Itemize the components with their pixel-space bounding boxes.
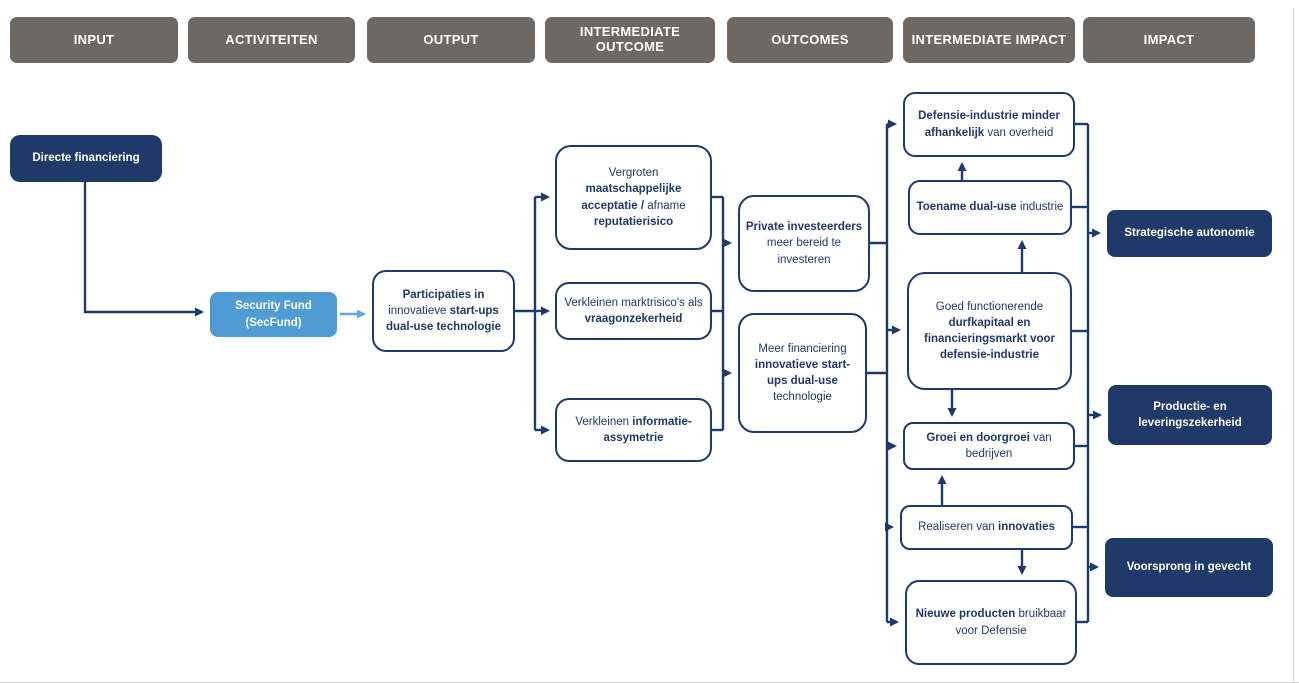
node-verkleinen-informatie-assymetrie: Verkleinen informatie-assymetrie: [555, 398, 712, 462]
node-label: Productie- en leveringszekerheid: [1138, 400, 1242, 429]
page-edge-line: [1293, 8, 1294, 682]
node-label: maatschappelijke acceptatie /: [581, 183, 682, 212]
node-label: innovaties: [998, 521, 1055, 534]
column-header-label: OUTPUT: [423, 31, 479, 47]
node-label: Defensie-industrie minder afhankelijk: [918, 110, 1060, 139]
node-defensie-industrie-minder-afhankelijk: Defensie-industrie minder afhankelijk va…: [903, 92, 1075, 157]
node-security-fund: Security Fund (SecFund): [210, 292, 337, 337]
node-label: van bedrijven: [965, 431, 1052, 460]
column-header-activiteiten: ACTIVITEITEN: [188, 17, 355, 63]
node-private-investeerders: Private investeerders meer bereid te inv…: [738, 195, 870, 292]
node-label: van overheid: [987, 126, 1054, 139]
node-groei-en-doorgroei: Groei en doorgroei van bedrijven: [903, 422, 1075, 470]
node-label: Groei en doorgroei: [926, 431, 1030, 444]
node-label: Goed functionerende: [935, 300, 1044, 313]
node-label: meer bereid te investeren: [766, 237, 842, 266]
node-label: Vergroten: [608, 167, 659, 180]
node-participaties-startups: Participaties in innovatieve start-ups d…: [372, 270, 515, 352]
column-header-label: INPUT: [73, 31, 115, 47]
node-label: Meer financiering: [758, 342, 847, 355]
node-label: Strategische autonomie: [1124, 227, 1255, 240]
node-label: Private investeerders: [745, 221, 863, 234]
column-header-label: ACTIVITEITEN: [225, 31, 318, 47]
node-label: technologie: [773, 391, 832, 404]
column-header-intermediate-impact: INTERMEDIATE IMPACT: [903, 17, 1075, 63]
column-header-intermediate-outcome: INTERMEDIATE OUTCOME: [545, 17, 715, 63]
column-header-label: OUTCOMES: [771, 31, 849, 47]
node-nieuwe-producten-defensie: Nieuwe producten bruikbaar voor Defensie: [905, 580, 1077, 665]
node-strategische-autonomie: Strategische autonomie: [1107, 210, 1272, 257]
column-header-output: OUTPUT: [367, 17, 535, 63]
node-label: Participaties in: [402, 288, 485, 301]
node-goed-functionerende-durfkapitaal: Goed functionerende durfkapitaal en fina…: [907, 272, 1072, 390]
node-productie-leveringszekerheid: Productie- en leveringszekerheid: [1108, 385, 1272, 445]
node-label: innovatieve: [388, 304, 447, 317]
node-label: Verkleinen: [575, 415, 630, 428]
node-label: Realiseren van: [918, 521, 995, 534]
column-header-outcomes: OUTCOMES: [727, 17, 893, 63]
node-toename-dual-use-industrie: Toename dual-use industrie: [908, 180, 1072, 235]
node-label: innovatieve start-ups dual-use: [754, 358, 851, 387]
node-label: bruikbaar voor Defensie: [955, 608, 1067, 637]
node-verkleinen-marktrisico: Verkleinen marktrisico's als vraagonzeke…: [555, 282, 712, 340]
node-vergroten-acceptatie: Vergroten maatschappelijke acceptatie / …: [555, 145, 712, 250]
column-header-label: INTERMEDIATE OUTCOME: [579, 24, 681, 54]
node-label: Nieuwe producten: [915, 608, 1016, 621]
node-label: Toename dual-use: [916, 201, 1017, 214]
node-label: vraagonzekerheid: [584, 313, 683, 325]
node-label: Verkleinen marktrisico's als: [564, 296, 703, 309]
node-voorsprong-in-gevecht: Voorsprong in gevecht: [1105, 538, 1273, 597]
node-label: Security Fund (SecFund): [235, 300, 312, 329]
node-label: industrie: [1019, 201, 1064, 214]
node-label: durfkapitaal en financieringsmarkt voor …: [923, 316, 1055, 362]
node-label: Voorsprong in gevecht: [1126, 561, 1252, 574]
node-directe-financiering: Directe financiering: [10, 135, 162, 182]
node-label: Directe financiering: [32, 152, 140, 165]
column-header-label: IMPACT: [1143, 31, 1195, 47]
node-realiseren-van-innovaties: Realiseren van innovaties: [900, 505, 1073, 550]
node-meer-financiering: Meer financiering innovatieve start-ups …: [738, 313, 867, 433]
node-label: informatie-assymetrie: [603, 415, 692, 444]
node-label: start-ups dual-use technologie: [385, 304, 501, 334]
column-header-label: INTERMEDIATE IMPACT: [911, 31, 1067, 47]
column-header-impact: IMPACT: [1083, 17, 1255, 63]
node-label: afname: [647, 199, 686, 212]
column-header-input: INPUT: [10, 17, 178, 63]
node-label: reputatierisico: [593, 215, 674, 228]
